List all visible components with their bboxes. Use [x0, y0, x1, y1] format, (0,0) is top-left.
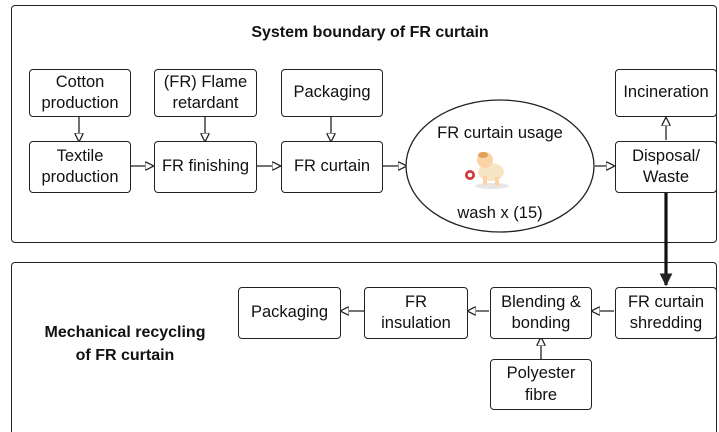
- system-boundary-title: System boundary of FR curtain: [251, 24, 489, 41]
- node-fr-insulation: FR insulation: [364, 287, 468, 339]
- node-textile-production: Textile production: [29, 141, 131, 193]
- connector-arrows: [0, 99, 673, 360]
- recycling-frame: [11, 262, 717, 432]
- recycling-title: Mechanical recycling of FR curtain: [44, 324, 206, 365]
- node-flame-retardant: (FR) Flame retardant: [154, 69, 257, 117]
- node-cotton-production: Cotton production: [29, 69, 131, 117]
- node-blending-bonding: Blending & bonding: [490, 287, 592, 339]
- node-fr-curtain: FR curtain: [281, 141, 383, 193]
- system-boundary-frame: [11, 5, 717, 243]
- node-fr-finishing: FR finishing: [154, 141, 257, 193]
- node-fr-curtain-shredding: FR curtain shredding: [615, 287, 717, 339]
- usage-wash-count: wash x (15): [457, 204, 543, 222]
- node-polyester-fibre: Polyester fibre: [490, 359, 592, 410]
- baby-crawling-icon: [465, 152, 509, 189]
- node-packaging-top: Packaging: [281, 69, 383, 117]
- usage-title: FR curtain usage: [437, 124, 563, 142]
- node-packaging-bottom: Packaging: [238, 287, 341, 339]
- node-disposal-waste: Disposal/ Waste: [615, 141, 717, 193]
- node-incineration: Incineration: [615, 69, 717, 117]
